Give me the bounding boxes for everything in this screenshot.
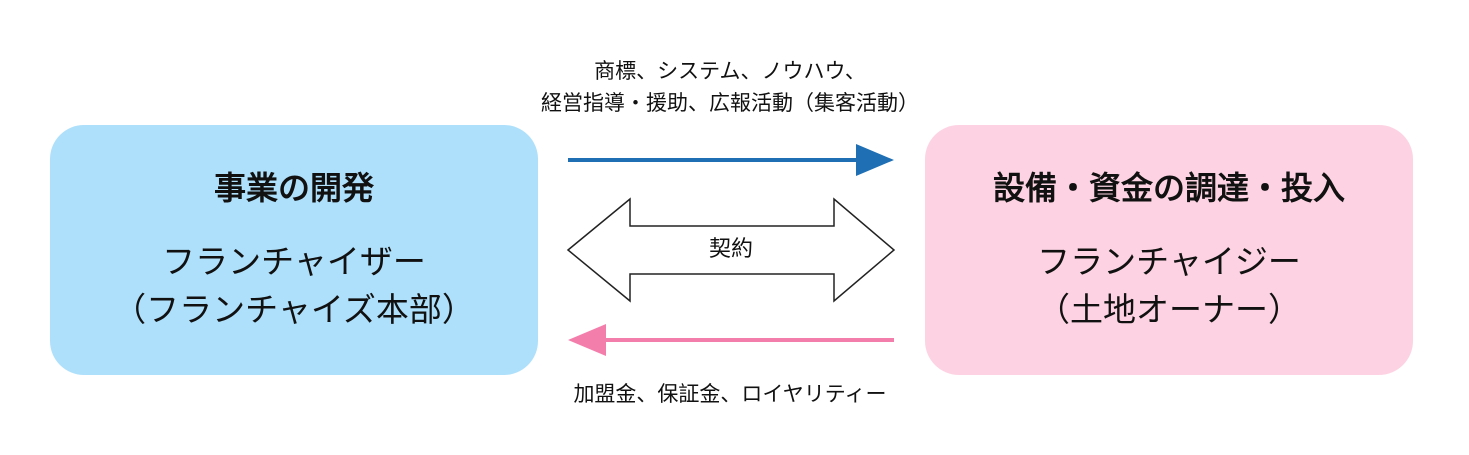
- franchisee-box: 設備・資金の調達・投入 フランチャイジー （土地オーナー）: [925, 125, 1413, 375]
- franchisee-name: フランチャイジー: [1037, 242, 1301, 281]
- contract-label: 契約: [708, 237, 753, 262]
- bottom-arrowhead: [568, 324, 606, 356]
- franchisee-subname: （土地オーナー）: [1037, 290, 1301, 329]
- franchisor-to-franchisee-arrow: [568, 144, 894, 176]
- franchisor-role-title: 事業の開発: [213, 169, 374, 207]
- franchisee-to-franchisor-arrow: [568, 324, 894, 356]
- contract-arrow-outline: [566, 197, 896, 303]
- franchisor-box: 事業の開発 フランチャイザー （フランチャイズ本部）: [50, 125, 538, 375]
- contract-double-arrow: [566, 197, 896, 303]
- provided-items-line1: 商標、システム、ノウハウ、: [594, 59, 866, 83]
- provided-items-caption: 商標、システム、ノウハウ、 経営指導・援助、広報活動（集客活動）: [480, 55, 980, 119]
- provided-items-line2: 経営指導・援助、広報活動（集客活動）: [541, 91, 919, 115]
- fees-caption: 加盟金、保証金、ロイヤリティー: [573, 382, 887, 406]
- franchisor-subname: （フランチャイズ本部）: [113, 290, 475, 329]
- top-arrowhead: [856, 144, 894, 176]
- franchisee-role-title: 設備・資金の調達・投入: [992, 169, 1345, 207]
- franchisor-name: フランチャイザー: [162, 242, 426, 281]
